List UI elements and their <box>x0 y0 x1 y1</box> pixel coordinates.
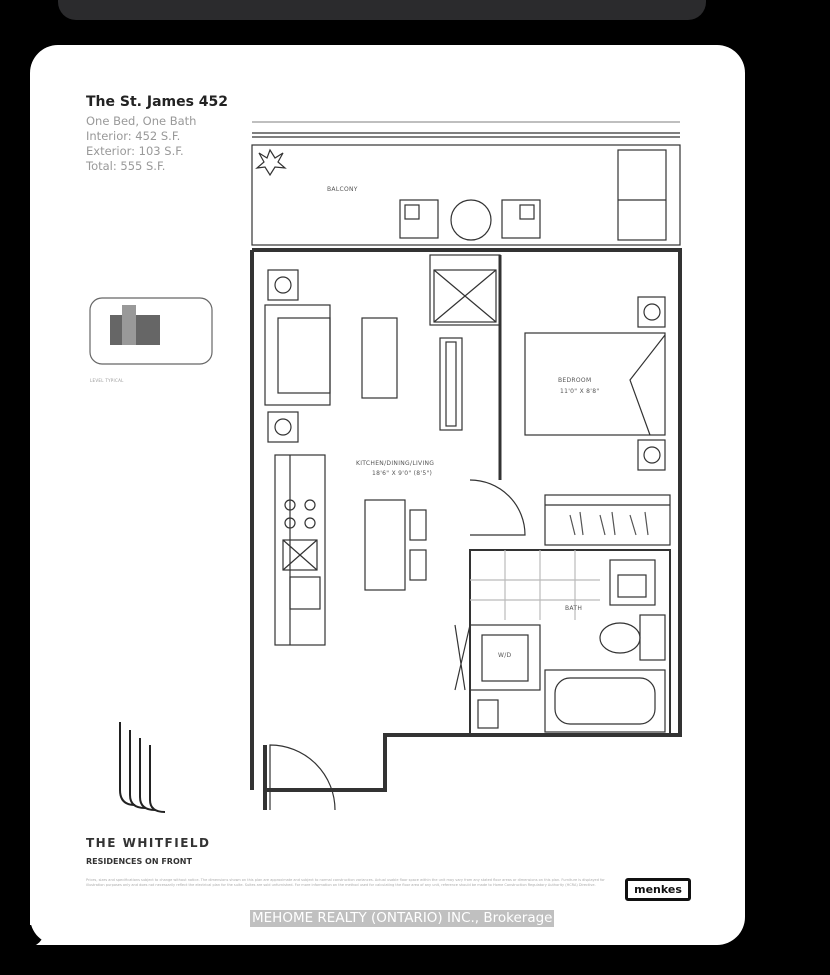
previous-message-bubble[interactable] <box>58 0 706 20</box>
exterior-area: Exterior: 103 S.F. <box>86 144 184 158</box>
living-label: KITCHEN/DINING/LIVING <box>356 460 435 467</box>
total-area: Total: 555 S.F. <box>86 159 166 173</box>
plant-icon <box>255 148 287 177</box>
keyplate-label: LEVEL TYPICAL <box>90 378 124 383</box>
laundry-label: W/D <box>498 652 512 659</box>
plan-type: One Bed, One Bath <box>86 114 197 128</box>
living-dimensions: 18'6" X 9'0" (8'5") <box>372 470 433 477</box>
balcony-outline <box>251 144 681 246</box>
brand-subtitle: RESIDENCES ON FRONT <box>86 857 192 866</box>
disclaimer: Prices, sizes and specifications subject… <box>86 878 605 887</box>
bedroom-dimensions: 11'0" X 8'8" <box>560 388 600 395</box>
entry-door <box>269 744 336 811</box>
balcony-label: BALCONY <box>327 186 358 193</box>
brand-name: THE WHITFIELD <box>86 836 211 850</box>
interior-area: Interior: 452 S.F. <box>86 129 181 143</box>
bath-label: BATH <box>565 605 583 612</box>
plan-title: The St. James 452 <box>86 94 229 110</box>
brokerage-watermark: MEHOME REALTY (ONTARIO) INC., Brokerage <box>250 910 555 927</box>
whitfield-logo <box>119 722 166 813</box>
bedroom-label: BEDROOM <box>558 377 592 384</box>
developer-logo: menkes <box>625 878 691 901</box>
